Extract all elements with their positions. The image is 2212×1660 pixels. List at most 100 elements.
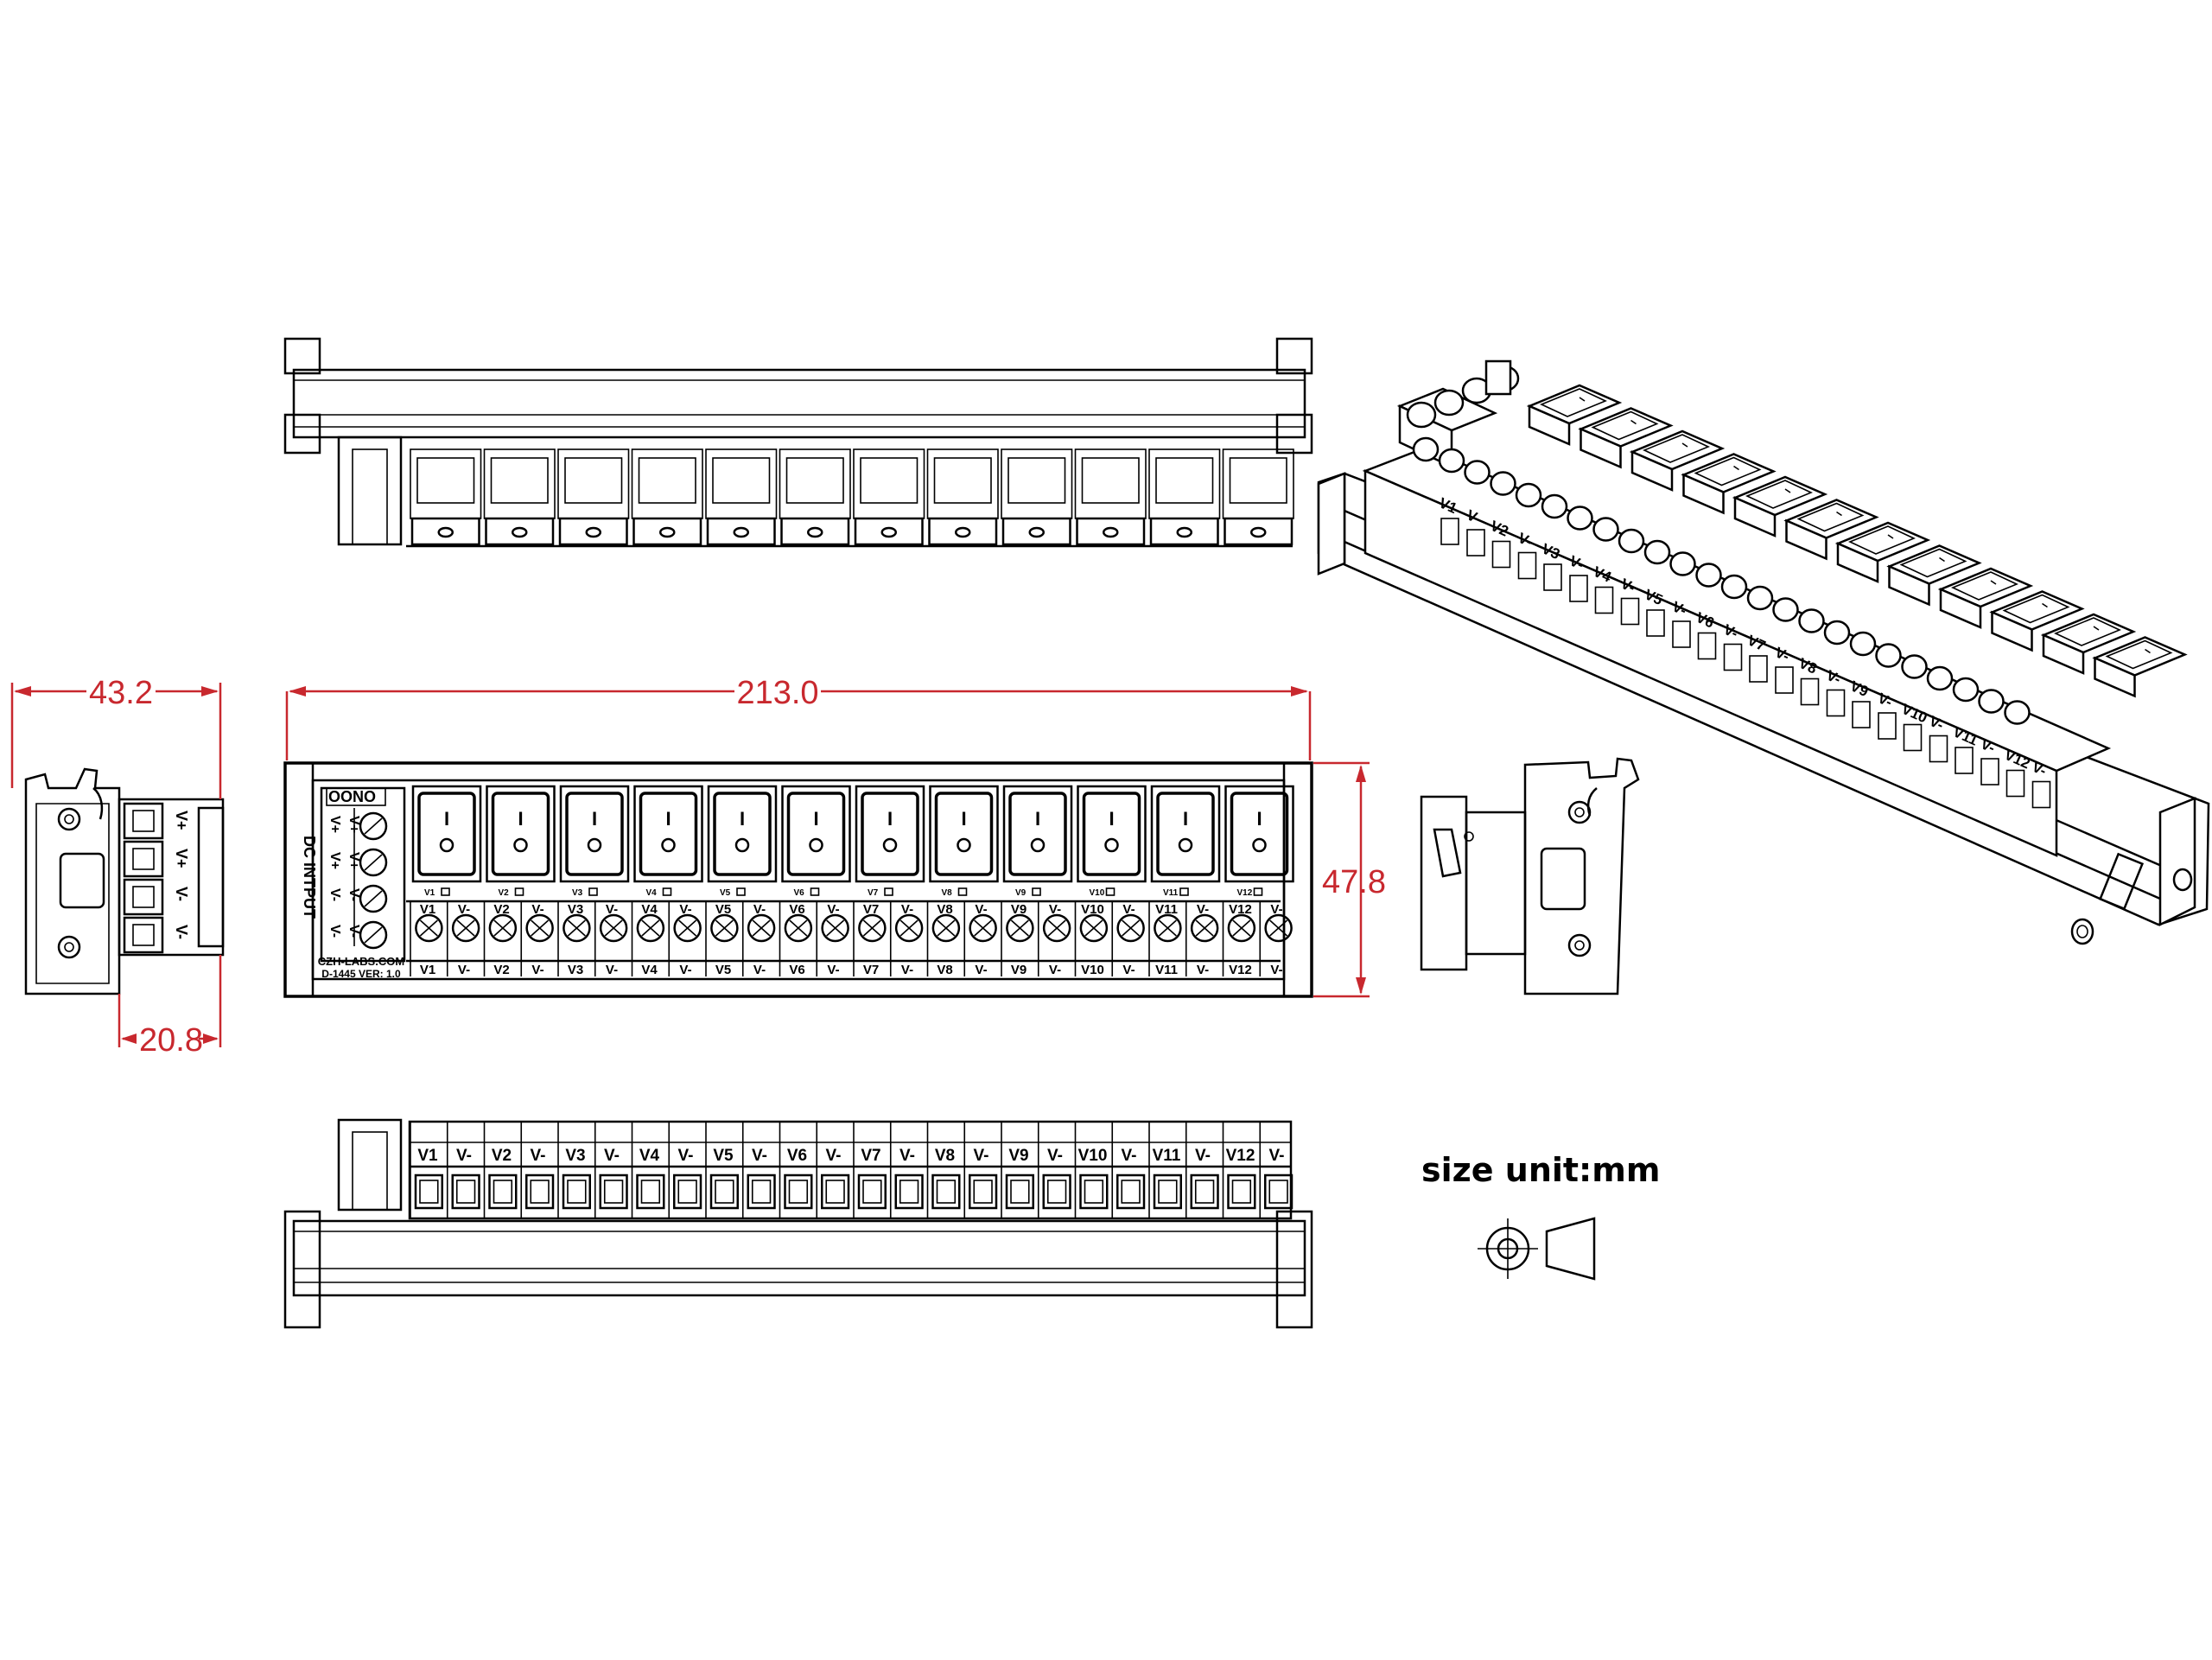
top-module [926, 448, 999, 546]
side-terminal [123, 878, 164, 916]
top-module [1074, 448, 1147, 546]
led-indicator [884, 887, 893, 896]
iso-rocker-switch [1567, 453, 1777, 626]
switch-channel-label: V5 [720, 888, 731, 898]
terminal-label-negative: V- [679, 902, 691, 917]
terminal-label-positive-bottom: V4 [641, 963, 658, 977]
led-indicator [441, 887, 450, 896]
input-terminal-screw [359, 884, 388, 913]
bottom-terminal [816, 1122, 850, 1218]
input-terminal-label: V- [327, 888, 342, 901]
terminal-label-positive-bottom: V12 [1229, 963, 1252, 977]
side-terminal [123, 802, 164, 840]
led-indicator [588, 887, 598, 896]
top-module [1222, 448, 1294, 546]
rocker-switch: IV2 [486, 785, 556, 898]
iso-label-negative: V- [1978, 735, 1997, 756]
switch-channel-label: V3 [572, 888, 583, 898]
bottom-label-positive: V3 [565, 1147, 585, 1165]
projection-symbol-icon [1478, 1217, 1596, 1281]
side-terminal [123, 840, 164, 878]
iso-rocker-switch [1926, 613, 2137, 785]
left-side-terminals: V+V+V-V- [123, 802, 190, 954]
terminal-label-positive-bottom: V1 [420, 963, 435, 977]
switch-channel-label: V2 [499, 888, 510, 898]
switch-off-symbol [809, 837, 823, 853]
terminal-label-positive-bottom: V11 [1155, 963, 1178, 977]
led-indicator [1105, 887, 1116, 896]
dimension-lines: 213.0 47.8 43.2 20.8 [10, 675, 1386, 1059]
led-indicator [957, 887, 968, 896]
bottom-label-negative: V- [899, 1147, 915, 1165]
terminal-screw [926, 901, 961, 976]
terminal-label-negative: V- [1197, 902, 1209, 917]
terminal-label-positive: V12 [1229, 902, 1252, 917]
rocker-switch: IV4 [633, 785, 703, 898]
bottom-terminal [889, 1122, 924, 1218]
bottom-label-positive: V11 [1153, 1147, 1181, 1165]
terminal-screw [668, 901, 702, 976]
bottom-label-positive: V7 [861, 1147, 880, 1165]
terminal-label-negative-bottom: V- [531, 963, 543, 977]
brand-text: CZH-LABS.COM [318, 955, 404, 968]
switch-off-symbol [439, 837, 454, 853]
bottom-terminal [1185, 1122, 1219, 1218]
iso-rocker-switch [1875, 590, 2085, 763]
iso-rocker-switch [1772, 544, 1982, 717]
led-indicator [736, 887, 746, 896]
switch-off-symbol [513, 837, 528, 853]
switch-on-symbol: I [740, 808, 745, 830]
bottom-label-negative: V- [1269, 1147, 1285, 1165]
bottom-label-positive: V2 [492, 1147, 512, 1165]
bottom-terminal [741, 1122, 776, 1218]
input-terminal-screw [359, 811, 388, 841]
side-terminal-label: V+ [173, 849, 190, 868]
rocker-switch: IV8 [929, 785, 999, 898]
iso-rocker-switch [1823, 567, 2034, 740]
led-indicator [810, 887, 820, 896]
iso-rocker-switch [1669, 499, 1879, 671]
terminal-label-positive: V7 [863, 902, 879, 917]
led-indicator [1179, 887, 1189, 896]
input-terminal-label-inner: V+ [346, 852, 361, 869]
iso-view: V1V-V2V-V3V-V4V-V5V-V6V-V7V-V8V-V9V-V10V… [1317, 359, 2210, 945]
terminal-label-negative-bottom: V- [827, 963, 839, 977]
led-indicator [1032, 887, 1041, 896]
bottom-label-positive: V5 [713, 1147, 734, 1165]
depth-dimension: 43.2 [89, 675, 153, 711]
top-view [283, 337, 1313, 548]
iso-label-negative: V- [1772, 644, 1791, 665]
terminal-label-negative: V- [1270, 902, 1282, 917]
terminal-screw [779, 901, 813, 976]
dc-input-label: DC INTPUT [301, 836, 318, 919]
top-module [631, 448, 703, 546]
rocker-switch: I V5 [707, 785, 778, 898]
top-module [853, 448, 925, 546]
terminal-label-positive-bottom: V7 [863, 963, 879, 977]
terminal-label-positive: V9 [1011, 902, 1027, 917]
terminal-label-negative-bottom: V- [1197, 963, 1209, 977]
terminal-label-negative-bottom: V- [753, 963, 766, 977]
iso-switches [1412, 384, 2188, 809]
switch-on-symbol: I [961, 808, 966, 830]
terminal-label-positive: V6 [789, 902, 804, 917]
switch-on-symbol: I [665, 808, 671, 830]
switch-on-symbol: I [1035, 808, 1040, 830]
switch-on-symbol: I [887, 808, 893, 830]
switch-on-symbol: I [444, 808, 449, 830]
bottom-terminal [557, 1122, 591, 1218]
terminal-screw [520, 901, 554, 976]
rocker-switch: IV1 [411, 785, 482, 898]
side-terminal-label: V- [173, 887, 190, 901]
terminal-screw [889, 901, 924, 976]
input-terminal-screw [359, 848, 388, 877]
bottom-label-positive: V4 [639, 1147, 660, 1165]
bottom-label-negative: V- [752, 1147, 767, 1165]
top-module [1001, 448, 1073, 546]
terminal-screw [816, 901, 849, 976]
